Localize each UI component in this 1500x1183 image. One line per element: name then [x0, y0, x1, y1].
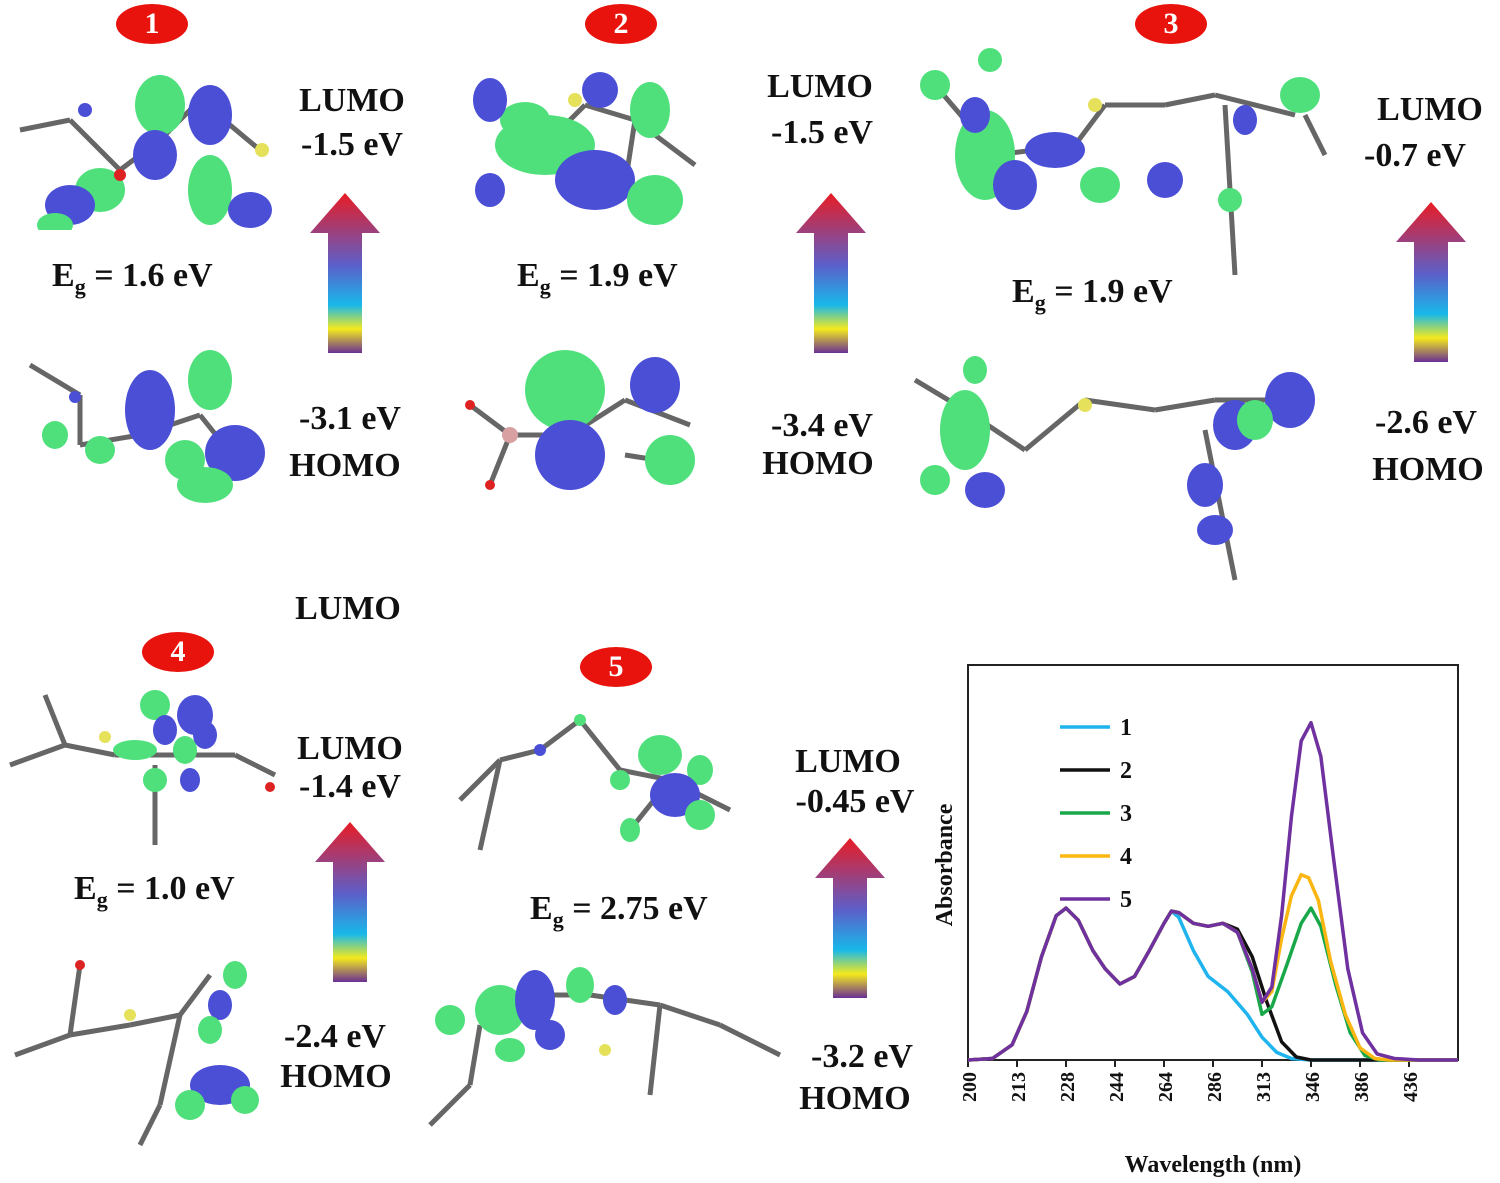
molecule-badge-1: 1	[116, 4, 188, 44]
molecule-5-band-gap: Eg = 2.75 eV	[530, 890, 708, 932]
molecule-5-homo-orbital	[428, 967, 782, 1127]
molecule-badge-3: 3	[1135, 4, 1207, 44]
molecule-badge-5: 5	[580, 647, 652, 687]
molecule-1-homo-orbital	[28, 350, 265, 503]
legend-label-1: 1	[1120, 715, 1132, 741]
y-axis-label: Absorbance	[932, 803, 958, 926]
molecule-3-lumo-energy: -0.7 eV	[1364, 137, 1466, 174]
molecule-5-lumo-orbital	[458, 714, 732, 851]
molecule-1-lumo-orbital	[19, 75, 272, 230]
molecule-4-energy-arrow	[315, 822, 385, 982]
series-line-5	[967, 720, 1458, 1062]
molecule-5-lumo-label: LUMO	[795, 743, 901, 780]
legend-label-2: 2	[1120, 758, 1132, 784]
molecule-3-lumo-label: LUMO	[1377, 91, 1483, 128]
molecule-5-homo-label: HOMO	[799, 1080, 911, 1117]
molecule-2-homo-orbital	[465, 350, 695, 490]
molecule-4-lumo-orbital	[9, 690, 277, 845]
x-tick-label: 200	[959, 1072, 981, 1102]
molecule-4-band-gap: Eg = 1.0 eV	[74, 870, 235, 912]
x-tick-label: 346	[1302, 1072, 1324, 1102]
molecule-5-lumo-energy: -0.45 eV	[795, 783, 915, 820]
molecule-4-homo-orbital	[14, 960, 259, 1147]
absorbance-chart: 200 213 228 244 264 286 313 346 386 436 1 2 3 4 5 Abs…	[932, 664, 1459, 1178]
molecule-badge-2: 2	[585, 4, 657, 44]
legend-label-5: 5	[1120, 887, 1132, 913]
molecule-1-homo-energy: -3.1 eV	[299, 400, 401, 437]
molecule-2-lumo-label: LUMO	[767, 68, 873, 105]
orphan-lumo-label: LUMO	[295, 590, 401, 627]
molecule-2-lumo-energy: -1.5 eV	[771, 114, 873, 151]
molecule-2-energy-arrow	[796, 193, 866, 353]
molecule-5-energy-arrow	[815, 838, 885, 998]
x-tick-label: 313	[1253, 1072, 1275, 1102]
series-line-4	[967, 872, 1458, 1062]
series-line-1	[967, 906, 1458, 1062]
molecule-4-homo-label: HOMO	[280, 1058, 392, 1095]
molecule-2-homo-energy: -3.4 eV	[771, 407, 873, 444]
x-tick-label: 386	[1351, 1072, 1373, 1102]
legend-label-3: 3	[1120, 801, 1132, 827]
molecule-1-homo-label: HOMO	[289, 447, 401, 484]
molecule-2-homo-label: HOMO	[762, 445, 874, 482]
molecule-2-band-gap: Eg = 1.9 eV	[517, 257, 678, 299]
series-line-2	[967, 906, 1458, 1062]
x-tick-label: 264	[1155, 1072, 1177, 1102]
molecule-2-lumo-orbital	[473, 72, 697, 225]
molecule-1-lumo-label: LUMO	[299, 82, 405, 119]
molecule-1-band-gap: Eg = 1.6 eV	[52, 257, 213, 299]
x-tick-label: 213	[1008, 1072, 1030, 1102]
x-axis-label: Wavelength (nm)	[1125, 1152, 1302, 1178]
molecule-3-homo-energy: -2.6 eV	[1375, 404, 1477, 441]
legend-label-4: 4	[1120, 844, 1132, 870]
x-tick-label: 286	[1204, 1072, 1226, 1102]
molecule-4-lumo-energy: -1.4 eV	[299, 768, 401, 805]
molecule-3-band-gap: Eg = 1.9 eV	[1012, 273, 1173, 315]
molecule-3-lumo-orbital	[920, 48, 1328, 276]
molecule-4-lumo-label: LUMO	[297, 730, 403, 767]
x-tick-label: 228	[1057, 1072, 1079, 1102]
molecule-badge-4: 4	[142, 632, 214, 672]
molecule-5-homo-energy: -3.2 eV	[811, 1038, 913, 1075]
molecule-3-homo-label: HOMO	[1372, 451, 1484, 488]
x-tick-label: 244	[1106, 1072, 1128, 1102]
molecule-4-homo-energy: -2.4 eV	[284, 1018, 386, 1055]
molecule-1-lumo-energy: -1.5 eV	[301, 126, 403, 163]
molecule-3-homo-orbital	[913, 356, 1315, 581]
molecule-3-energy-arrow	[1396, 202, 1466, 362]
plot-area	[967, 664, 1459, 1061]
x-tick-label: 436	[1400, 1072, 1422, 1102]
series-line-3	[967, 906, 1458, 1062]
molecule-1-energy-arrow	[310, 193, 380, 353]
